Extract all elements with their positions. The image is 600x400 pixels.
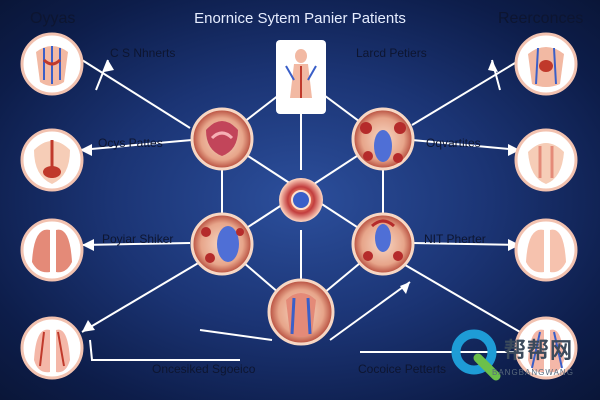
label-larcd-petiers: Larcd Petiers	[356, 46, 427, 60]
label-oycys-pattes: Ocys Pattes	[98, 136, 163, 150]
watermark-subtext: BANGBANGWANG	[492, 368, 574, 377]
label-poyiar-shiker: Poyiar Shiker	[102, 232, 174, 246]
label-oncesiked-sgoeico: Oncesiked Sgoeico	[152, 362, 256, 376]
watermark-logo-icon	[451, 329, 501, 381]
label-cocoice-petterts: Cocoice Petterts	[358, 362, 447, 376]
left-column-organs	[20, 32, 84, 380]
hex-nodes	[190, 40, 415, 346]
arrow-heads	[80, 60, 520, 332]
watermark-text: 帮帮网	[504, 338, 574, 363]
diagram-title: Enornice Sytem Panier Patients	[194, 10, 406, 27]
label-oqvartites: Oqvartites	[426, 136, 481, 150]
label-top-right: Reerconces	[498, 10, 584, 27]
label-nit-pherter: NIT Pherter	[424, 232, 486, 246]
right-column-organs	[514, 32, 578, 380]
label-cs-nhnerts: C S Nhnerts	[110, 46, 176, 60]
label-top-left: Oyyas	[30, 10, 76, 27]
